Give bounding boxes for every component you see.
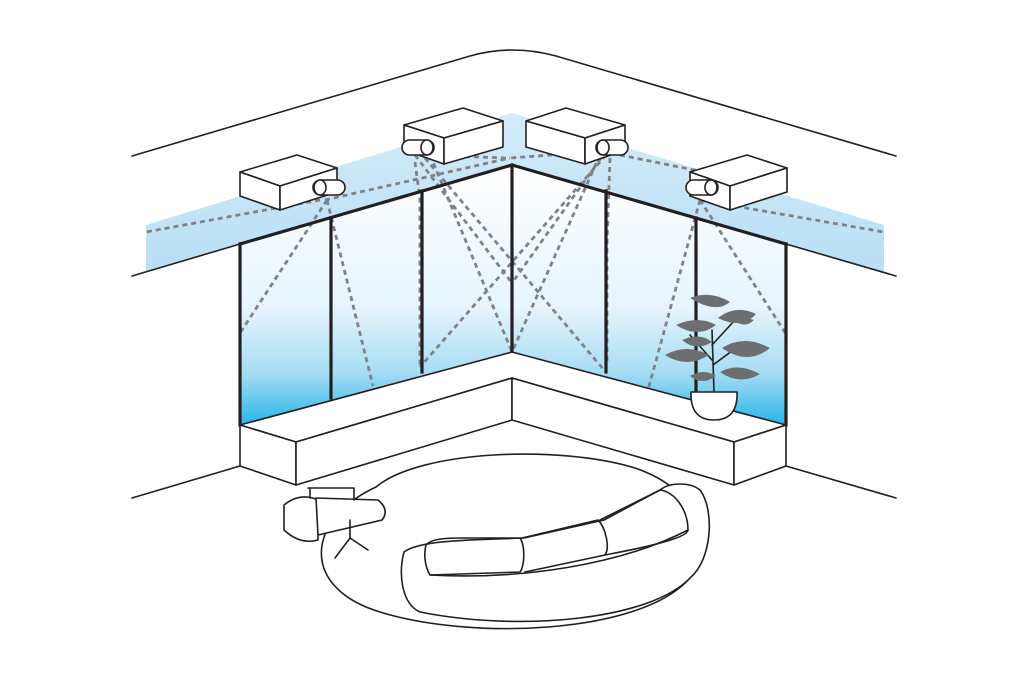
projector-center-right-unit: [525, 107, 629, 165]
floor-line: [131, 465, 897, 499]
wall-ceiling-line: [131, 243, 897, 277]
glass-wall-right: [512, 165, 786, 425]
curved-sofa: [400, 483, 711, 623]
projector-left-unit: [239, 154, 346, 211]
window-sill: [239, 351, 787, 486]
floor-rug: [320, 453, 701, 630]
potted-plant: [665, 294, 770, 421]
ceiling-edge: [131, 49, 897, 157]
projector-center-left-unit: [401, 107, 504, 165]
projector-right-unit: [685, 154, 788, 211]
glass-wall-left: [240, 165, 512, 425]
side-chair: [283, 487, 386, 559]
window-frame: [238, 163, 788, 427]
